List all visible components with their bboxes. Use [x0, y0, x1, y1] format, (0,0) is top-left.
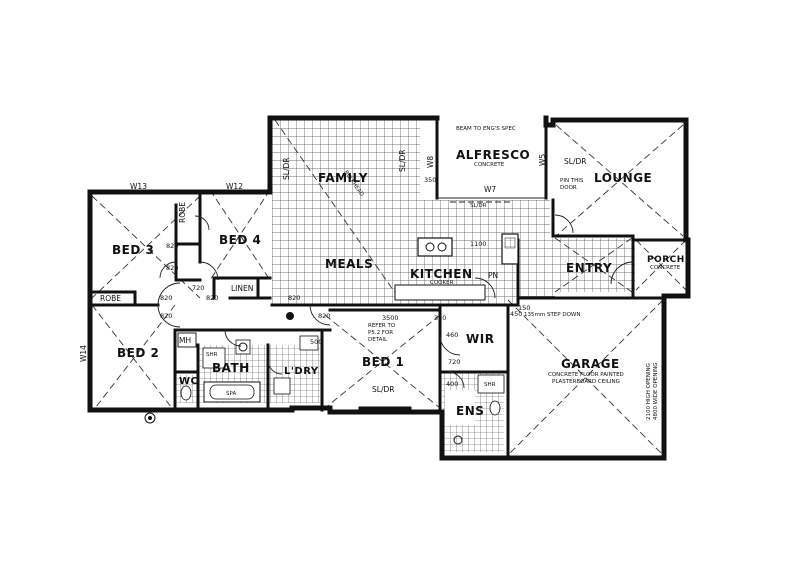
dimensions: 350 3500 320 460 720 1100 450 150 500 40… — [160, 176, 530, 388]
alfresco-floor — [434, 118, 546, 198]
tiled-living-area — [272, 118, 635, 305]
robe-bed2-label: ROBE — [100, 294, 121, 303]
sl-dr-family: SL/DR — [282, 158, 291, 180]
dim-720: 720 — [448, 358, 460, 366]
porch-sub: CONCRETE — [650, 265, 681, 271]
room-garage: GARAGE — [561, 357, 620, 371]
dim-3500: 3500 — [382, 314, 399, 322]
dim-820-e: 820 — [206, 294, 218, 302]
linen-label: LINEN — [231, 284, 253, 293]
fixtures — [144, 233, 519, 445]
spa-label: SPA — [226, 391, 236, 397]
window-tags: W13 W12 W14 W8 W7 W5 — [79, 154, 547, 362]
mh-label: MH — [179, 336, 191, 345]
dim-350: 350 — [424, 176, 436, 184]
sl-dr-top: SL/DR — [470, 203, 487, 209]
room-ens: ENS — [456, 404, 484, 418]
garage-sub-1: CONCRETE FLOOR PAINTED — [548, 372, 624, 378]
dim-820-f: 820 — [288, 294, 300, 302]
room-entry: ENTRY — [566, 261, 612, 275]
refer-note-3: DETAIL — [368, 337, 388, 343]
room-porch: PORCH — [647, 255, 685, 265]
room-meals: MEALS — [325, 257, 373, 271]
room-family: FAMILY — [318, 171, 368, 185]
internal-walls — [88, 190, 690, 460]
dim-720-b: 720 — [192, 284, 204, 292]
window-w12: W12 — [226, 182, 243, 191]
external-walls — [87, 115, 691, 461]
pin-door-note-1: PIN THIS — [560, 178, 584, 184]
step-down-note: 135mm STEP DOWN — [524, 312, 580, 318]
garage-opening-note-1: 2100 HIGH OPENING — [646, 363, 652, 420]
window-w5: W5 — [538, 154, 547, 166]
small-labels: ROBE ROBE LINEN MH SHR SHR SPA PN COOKER — [100, 202, 498, 397]
dim-400: 400 — [446, 380, 458, 388]
door-swings — [157, 214, 634, 389]
alfresco-sub: CONCRETE — [474, 162, 505, 168]
room-bed2: BED 2 — [117, 346, 159, 360]
sl-dr-bed1: SL/DR — [372, 385, 394, 394]
sliding-doors — [271, 145, 510, 410]
dim-820-g: 820 — [318, 312, 330, 320]
dim-820-d: 820 — [160, 312, 172, 320]
room-labels: FAMILY ALFRESCO CONCRETE LOUNGE BED 3 BE… — [112, 148, 685, 418]
dim-450: 450 — [510, 310, 522, 318]
refer-note-2: P5.2 FOR — [368, 330, 393, 336]
shr-bath-label: SHR — [206, 352, 218, 358]
room-alfresco: ALFRESCO — [456, 148, 530, 162]
sl-dr-alfresco: SL/DR — [398, 150, 407, 172]
dim-820-a: 820 — [166, 242, 178, 250]
room-kitchen: KITCHEN — [410, 267, 473, 281]
room-bed4: BED 4 — [219, 233, 261, 247]
room-lounge: LOUNGE — [594, 171, 652, 185]
sl-dr-lounge: SL/DR — [564, 157, 586, 166]
room-bed3: BED 3 — [112, 243, 154, 257]
dim-820-b: 820 — [166, 264, 178, 272]
lounge-floor — [553, 122, 685, 236]
garage-sub-2: PLASTERBOARD CEILING — [552, 379, 620, 385]
room-laundry: L'DRY — [284, 366, 319, 377]
window-w7: W7 — [484, 185, 496, 194]
garage-opening-note-2: 4800 WIDE OPENING — [653, 363, 659, 421]
refer-note-1: REFER TO — [368, 323, 396, 329]
room-wir: WIR — [466, 332, 494, 346]
room-wc: WC — [179, 376, 198, 387]
pin-door-note-2: DOOR — [560, 185, 577, 191]
room-bath: BATH — [212, 361, 250, 375]
dim-1100: 1100 — [470, 240, 487, 248]
dim-320: 320 — [434, 314, 446, 322]
dim-460: 460 — [446, 331, 458, 339]
window-w13: W13 — [130, 182, 147, 191]
pn-label: PN — [488, 271, 498, 280]
dim-500: 500 — [310, 338, 322, 346]
dim-150: 150 — [518, 304, 530, 312]
window-w8: W8 — [426, 156, 435, 168]
shr-ens-label: SHR — [484, 382, 496, 388]
robe-bed3-label: ROBE — [178, 202, 187, 223]
room-bed1: BED 1 — [362, 355, 404, 369]
dim-820-c: 820 — [160, 294, 172, 302]
cooker-label: COOKER — [430, 280, 454, 286]
beam-note: BEAM TO ENG'S SPEC — [456, 126, 516, 132]
window-w14: W14 — [79, 345, 88, 362]
